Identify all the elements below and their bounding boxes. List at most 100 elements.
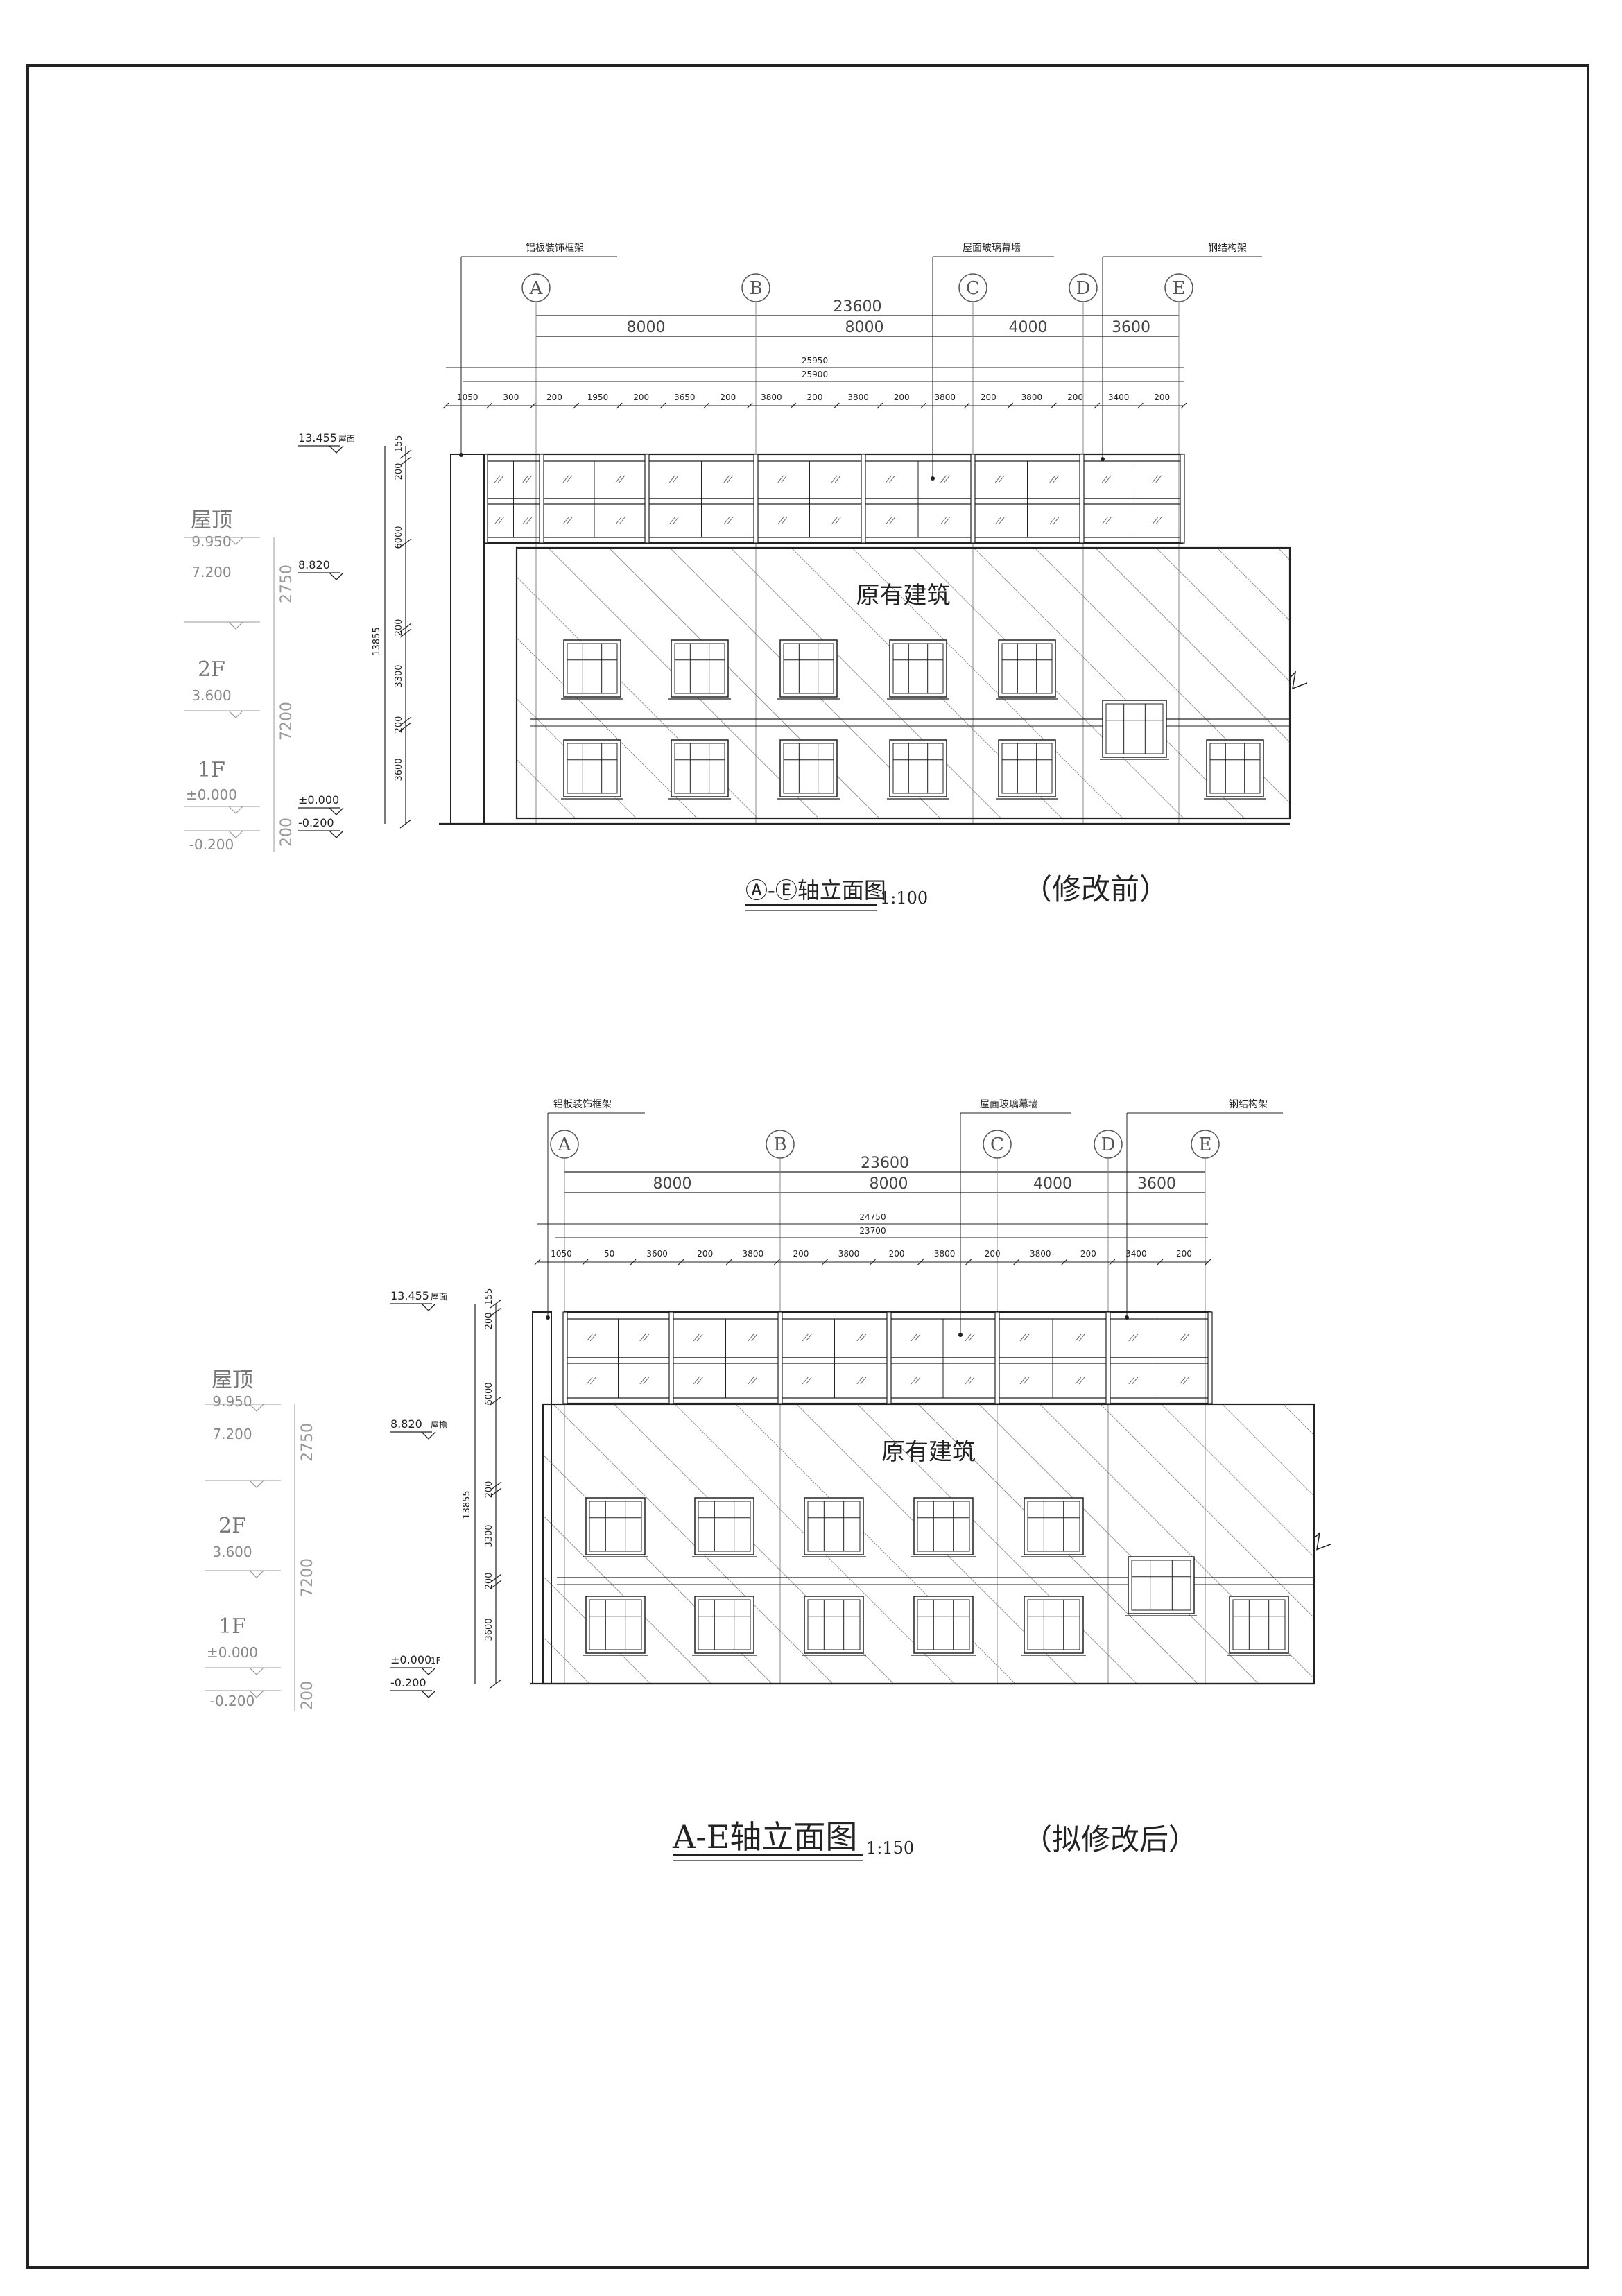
curtain-wall-mullion bbox=[644, 454, 650, 544]
window-sash bbox=[917, 1501, 970, 1552]
glass-mark bbox=[589, 1333, 596, 1342]
glass-mark bbox=[522, 517, 529, 525]
glass-mark bbox=[615, 517, 622, 525]
dimension-tick bbox=[963, 402, 970, 409]
glass-mark bbox=[965, 1376, 972, 1385]
vertical-dimension-text: 155 bbox=[394, 435, 404, 453]
dimension-tick bbox=[1180, 402, 1187, 409]
glass-mark bbox=[1128, 1376, 1135, 1385]
break-mark bbox=[1313, 1531, 1332, 1551]
span-dimension-text: 3600 bbox=[1112, 319, 1150, 336]
floor-dimension-text: 2750 bbox=[299, 1423, 316, 1462]
callout-dot bbox=[931, 476, 935, 481]
window bbox=[911, 1596, 976, 1656]
glass-mark bbox=[968, 1333, 975, 1342]
dimension-tick bbox=[490, 1481, 502, 1491]
floor-level-triangle bbox=[249, 1570, 264, 1578]
dimension-tick bbox=[490, 1299, 502, 1309]
dimension-text: 3800 bbox=[847, 392, 869, 402]
dimension-text: 200 bbox=[546, 392, 562, 402]
glass-mark bbox=[751, 1376, 758, 1385]
window-sash bbox=[698, 1599, 751, 1650]
glass-mark bbox=[1019, 1333, 1026, 1342]
glass-mark bbox=[1155, 517, 1162, 525]
level-note: 屋面 bbox=[431, 1292, 447, 1302]
span-dimension-text: 4000 bbox=[1009, 319, 1048, 336]
axis-label: D bbox=[1101, 1134, 1116, 1155]
glass-mark bbox=[1101, 517, 1108, 525]
glass-mark bbox=[944, 475, 950, 483]
window bbox=[1021, 1596, 1086, 1656]
window bbox=[1100, 700, 1169, 760]
glass-mark bbox=[494, 517, 501, 525]
window bbox=[1204, 739, 1266, 800]
dimension-tick bbox=[773, 1259, 780, 1266]
glass-mark bbox=[1078, 1376, 1085, 1385]
glass-mark bbox=[1182, 1333, 1189, 1342]
dimension-tick bbox=[1109, 1259, 1116, 1266]
floor-name: 2F bbox=[218, 1514, 246, 1538]
window-sash bbox=[1001, 743, 1053, 794]
dimension-text: 200 bbox=[793, 1249, 809, 1259]
curtain-wall-mullion bbox=[1079, 454, 1085, 544]
floor-elevation: 7.200 bbox=[191, 564, 231, 580]
level-triangle bbox=[329, 830, 344, 838]
glass-mark bbox=[497, 517, 504, 525]
window-sash bbox=[674, 743, 725, 794]
axis-label: D bbox=[1076, 278, 1091, 299]
vertical-dimension-text: 13855 bbox=[372, 627, 382, 655]
level-value: ±0.000 bbox=[298, 793, 339, 806]
window bbox=[802, 1596, 866, 1656]
dimension-text: 3800 bbox=[934, 392, 956, 402]
glass-mark bbox=[723, 475, 730, 483]
window-sash bbox=[1027, 1501, 1080, 1552]
glass-mark bbox=[526, 517, 533, 525]
glass-mark bbox=[619, 517, 625, 525]
window-frame bbox=[585, 1497, 646, 1555]
glass-mark bbox=[693, 1333, 700, 1342]
window-frame bbox=[563, 739, 621, 797]
axis-label: E bbox=[1173, 278, 1186, 299]
window-sash bbox=[892, 643, 944, 694]
window bbox=[583, 1596, 648, 1656]
overall-dimension-text: 23600 bbox=[834, 298, 882, 316]
glass-mark bbox=[914, 1376, 921, 1385]
glass-mark bbox=[968, 1376, 975, 1385]
floor-elevation: 9.950 bbox=[191, 533, 231, 550]
glass-mark bbox=[860, 1376, 867, 1385]
window-sash bbox=[698, 1501, 751, 1552]
window-frame bbox=[585, 1596, 646, 1654]
dimension-tick bbox=[490, 1573, 502, 1583]
vertical-dimension-text: 155 bbox=[484, 1288, 494, 1306]
glass-mark bbox=[751, 1333, 758, 1342]
glass-mark bbox=[589, 1376, 596, 1385]
window-sash bbox=[783, 643, 834, 694]
glass-mark bbox=[1152, 517, 1159, 525]
vertical-dimension-text: 200 bbox=[484, 1313, 494, 1330]
level-note: 屋檐 bbox=[431, 1420, 447, 1430]
window-sash bbox=[1001, 643, 1053, 694]
dimension-tick bbox=[582, 1259, 589, 1266]
glass-mark bbox=[889, 475, 895, 483]
level-value: 8.820 bbox=[298, 558, 330, 571]
floor-level-triangle bbox=[249, 1404, 264, 1412]
callout-dot bbox=[1101, 457, 1105, 461]
building-label: 原有建筑 bbox=[881, 1438, 976, 1466]
glass-mark bbox=[781, 475, 788, 483]
floor-level-triangle bbox=[228, 621, 243, 630]
window-sash bbox=[567, 643, 618, 694]
window bbox=[887, 739, 949, 800]
window-frame bbox=[779, 639, 838, 698]
glass-mark bbox=[860, 1333, 867, 1342]
window bbox=[996, 639, 1058, 700]
window-sash bbox=[1027, 1599, 1080, 1650]
dimension-tick bbox=[490, 1396, 502, 1406]
dimension-text: 3600 bbox=[646, 1249, 668, 1259]
window-sash bbox=[674, 643, 725, 694]
window-frame bbox=[1024, 1596, 1084, 1654]
curtain-wall-mullion bbox=[994, 1311, 1000, 1404]
floor-level-triangle bbox=[228, 830, 243, 838]
glass-mark bbox=[643, 1376, 650, 1385]
axis-label: A bbox=[529, 278, 544, 299]
